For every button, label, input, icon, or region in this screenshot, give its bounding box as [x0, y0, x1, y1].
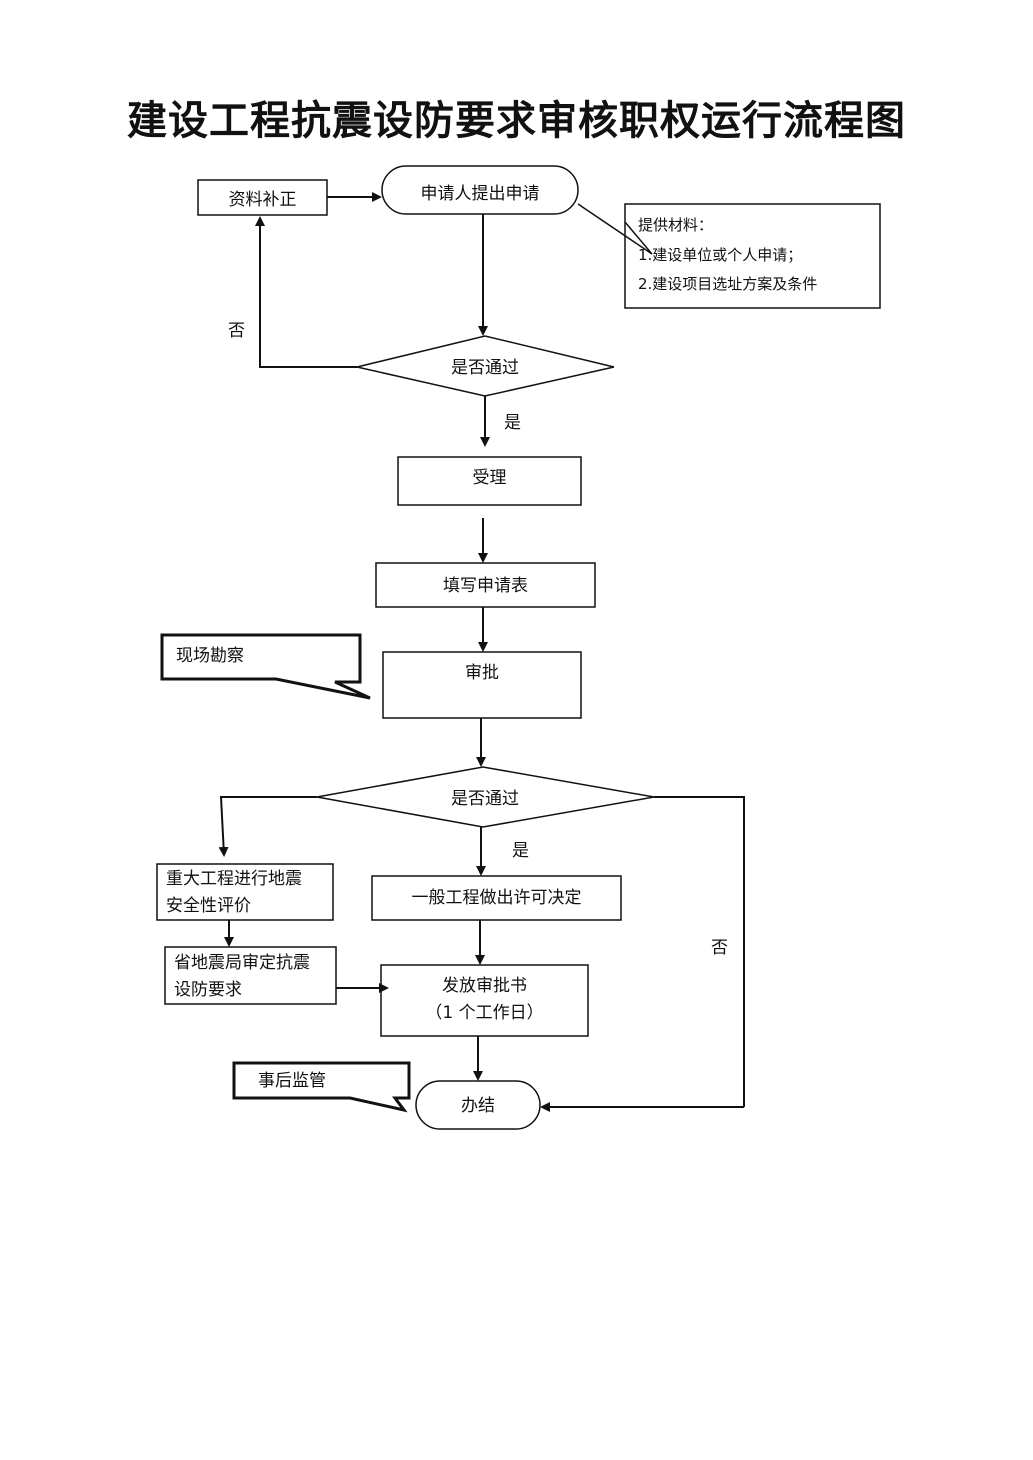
- correction-label: 资料补正: [228, 190, 297, 210]
- materials-item-1: 1.建设单位或个人申请；: [638, 246, 803, 264]
- page-title: 建设工程抗震设防要求审核职权运行流程图: [127, 98, 906, 144]
- edge-check2-no: [654, 796, 745, 1107]
- edge-label-yes-1: 是: [504, 413, 521, 433]
- check1-label: 是否通过: [451, 358, 519, 378]
- provincial-box: [164, 946, 337, 1005]
- materials-callout: [577, 203, 653, 255]
- issue-label-1: 发放审批书: [442, 976, 527, 996]
- site-survey-label: 现场勘察: [176, 646, 244, 666]
- edge-label-no-1: 否: [228, 321, 245, 341]
- accept-label: 受理: [472, 468, 507, 488]
- apply-box: [381, 165, 579, 215]
- materials-title: 提供材料：: [638, 216, 714, 234]
- edge-check2-major: [218, 796, 317, 857]
- approve-box: [382, 651, 582, 719]
- decision-diamond-1: [356, 335, 615, 397]
- provincial-label-2: 设防要求: [174, 980, 242, 1000]
- supervision-label: 事后监管: [258, 1071, 326, 1091]
- major-label-1: 重大工程进行地震: [166, 869, 302, 889]
- issue-label-2: （1 个工作日）: [425, 1003, 544, 1023]
- major-project-box: [156, 863, 334, 921]
- fill-form-label: 填写申请表: [443, 576, 528, 596]
- edge-check1-no: [255, 216, 357, 368]
- edge-label-yes-2: 是: [512, 841, 529, 861]
- site-survey-callout: [160, 633, 371, 700]
- correction-box: [197, 179, 328, 216]
- supervision-callout: [232, 1061, 411, 1113]
- major-label-2: 安全性评价: [166, 896, 251, 916]
- provincial-label-1: 省地震局审定抗震: [174, 953, 310, 973]
- materials-item-2: 2.建设项目选址方案及条件: [638, 275, 818, 293]
- materials-box: [624, 203, 881, 309]
- finish-label: 办结: [461, 1096, 495, 1116]
- general-decision-label: 一般工程做出许可决定: [411, 888, 582, 908]
- edge-label-no-2: 否: [711, 938, 728, 958]
- issue-box: [380, 964, 589, 1037]
- accept-box: [397, 456, 582, 506]
- approve-label: 审批: [465, 663, 499, 683]
- fill-form-box: [375, 562, 596, 608]
- apply-label: 申请人提出申请: [420, 184, 540, 204]
- check2-label: 是否通过: [451, 789, 519, 809]
- general-decision-box: [371, 875, 622, 921]
